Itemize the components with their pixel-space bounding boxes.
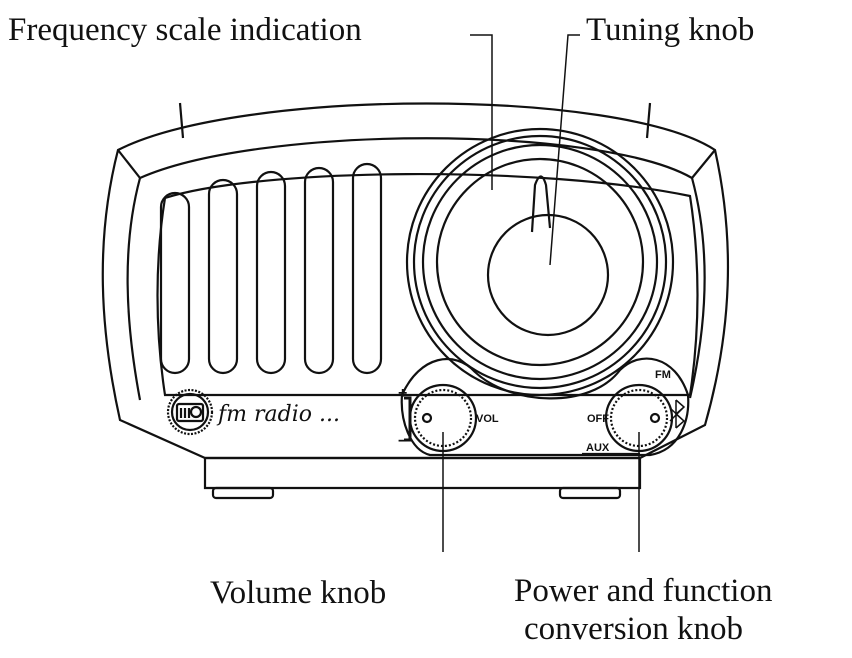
volume-plus-label: + [398, 385, 407, 402]
cabinet-inner [126, 137, 706, 401]
grille-slot [255, 170, 287, 375]
dial-face [435, 157, 645, 367]
tuning-knob [486, 213, 610, 337]
radio-logo-outer [166, 388, 214, 436]
grille-slot [351, 162, 383, 375]
vol-label: VOL [476, 413, 499, 425]
tuning-pointer [530, 175, 552, 233]
volume-minus-label: − [398, 433, 407, 450]
volume-knob-callout: Volume knob [210, 575, 387, 611]
grille-slot [207, 178, 239, 375]
front-panel [156, 173, 699, 397]
frequency-leader [470, 34, 493, 190]
right-foot [558, 486, 622, 500]
dial-ring-2 [412, 134, 668, 390]
grille-slot [303, 166, 335, 375]
aux-label: AUX [586, 442, 610, 454]
power-function-callout-line2: conversion knob [524, 611, 744, 647]
power-function-callout-line1: Power and function [514, 573, 773, 609]
cabinet-outer [101, 102, 730, 460]
grille-slot [159, 191, 191, 375]
tuning-leader [549, 34, 580, 266]
tuning-knob-callout: Tuning knob [586, 12, 755, 48]
brand-label: fm radio ... [216, 402, 340, 427]
left-foot [211, 486, 275, 500]
off-label: OFF [587, 413, 609, 425]
fm-label: FM [655, 369, 671, 381]
frequency-scale-callout: Frequency scale indication [8, 12, 362, 48]
dial-outer-ring [405, 127, 675, 397]
dial-ring-3 [421, 143, 659, 381]
bluetooth-icon [669, 399, 686, 429]
control-bridge [400, 357, 690, 457]
volume-scale-bracket [404, 396, 412, 442]
cabinet-base [203, 458, 642, 490]
